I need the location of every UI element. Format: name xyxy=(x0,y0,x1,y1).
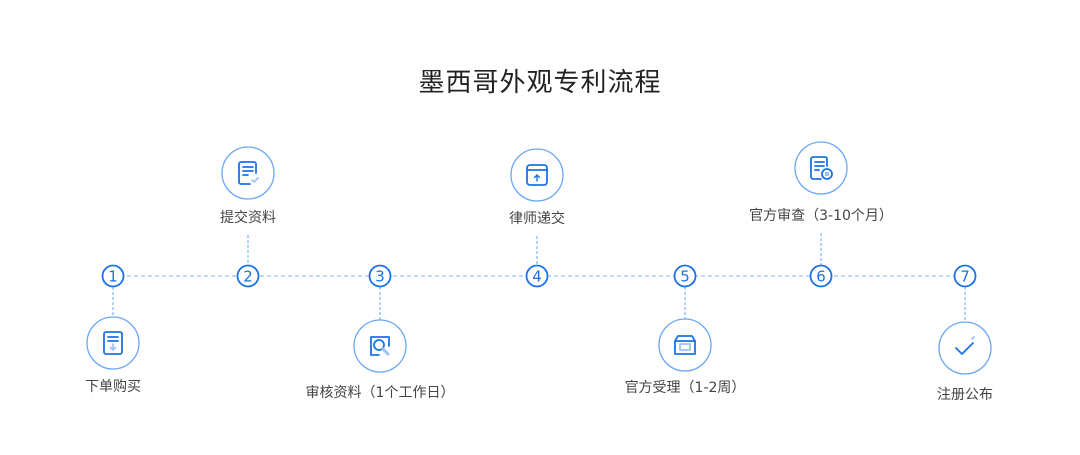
step-number-badge xyxy=(368,264,392,288)
step-5: 5 xyxy=(658,264,712,372)
step-number-badge xyxy=(673,264,697,288)
step-label: 注册公布 xyxy=(937,387,993,403)
upload-window-icon xyxy=(526,164,548,186)
step-6: 6 xyxy=(794,141,848,288)
diagram-title: 墨西哥外观专利流程 xyxy=(418,68,662,98)
step-icon-circle xyxy=(353,319,407,373)
step-label: 官方审查（3-10个月） xyxy=(749,208,893,224)
step-number: 6 xyxy=(816,268,826,286)
step-number-badge xyxy=(236,264,260,288)
step-number: 2 xyxy=(243,268,253,286)
step-number: 1 xyxy=(108,268,118,286)
search-review-icon xyxy=(370,336,390,356)
step-7: 7 xyxy=(938,264,992,375)
inbox-message-icon xyxy=(674,335,696,355)
step-number-badge xyxy=(809,264,833,288)
step-icon-circle xyxy=(86,316,140,370)
step-icon-circle xyxy=(658,318,712,372)
step-4: 4 xyxy=(510,148,564,288)
step-label: 下单购买 xyxy=(85,379,141,395)
step-number-badge xyxy=(953,264,977,288)
step-number: 5 xyxy=(680,268,690,286)
step-number: 4 xyxy=(532,268,542,286)
step-label: 官方受理（1-2周） xyxy=(624,380,746,396)
document-download-icon xyxy=(103,331,123,355)
step-number: 7 xyxy=(960,268,970,286)
step-number-badge xyxy=(101,264,125,288)
step-icon-circle xyxy=(938,321,992,375)
step-icon-circle xyxy=(794,141,848,195)
step-label: 审核资料（1个工作日） xyxy=(305,385,455,401)
step-label: 提交资料 xyxy=(220,210,276,226)
step-3: 3 xyxy=(353,264,407,373)
step-number: 3 xyxy=(375,268,385,286)
step-icon-circle xyxy=(221,146,275,200)
step-1: 1 xyxy=(86,264,140,370)
checkmark-icon xyxy=(955,336,975,355)
step-2: 2 xyxy=(221,146,275,288)
document-check-icon xyxy=(238,161,259,185)
step-number-badge xyxy=(525,264,549,288)
step-label: 律师递交 xyxy=(509,211,565,227)
document-stamp-icon xyxy=(810,156,833,180)
